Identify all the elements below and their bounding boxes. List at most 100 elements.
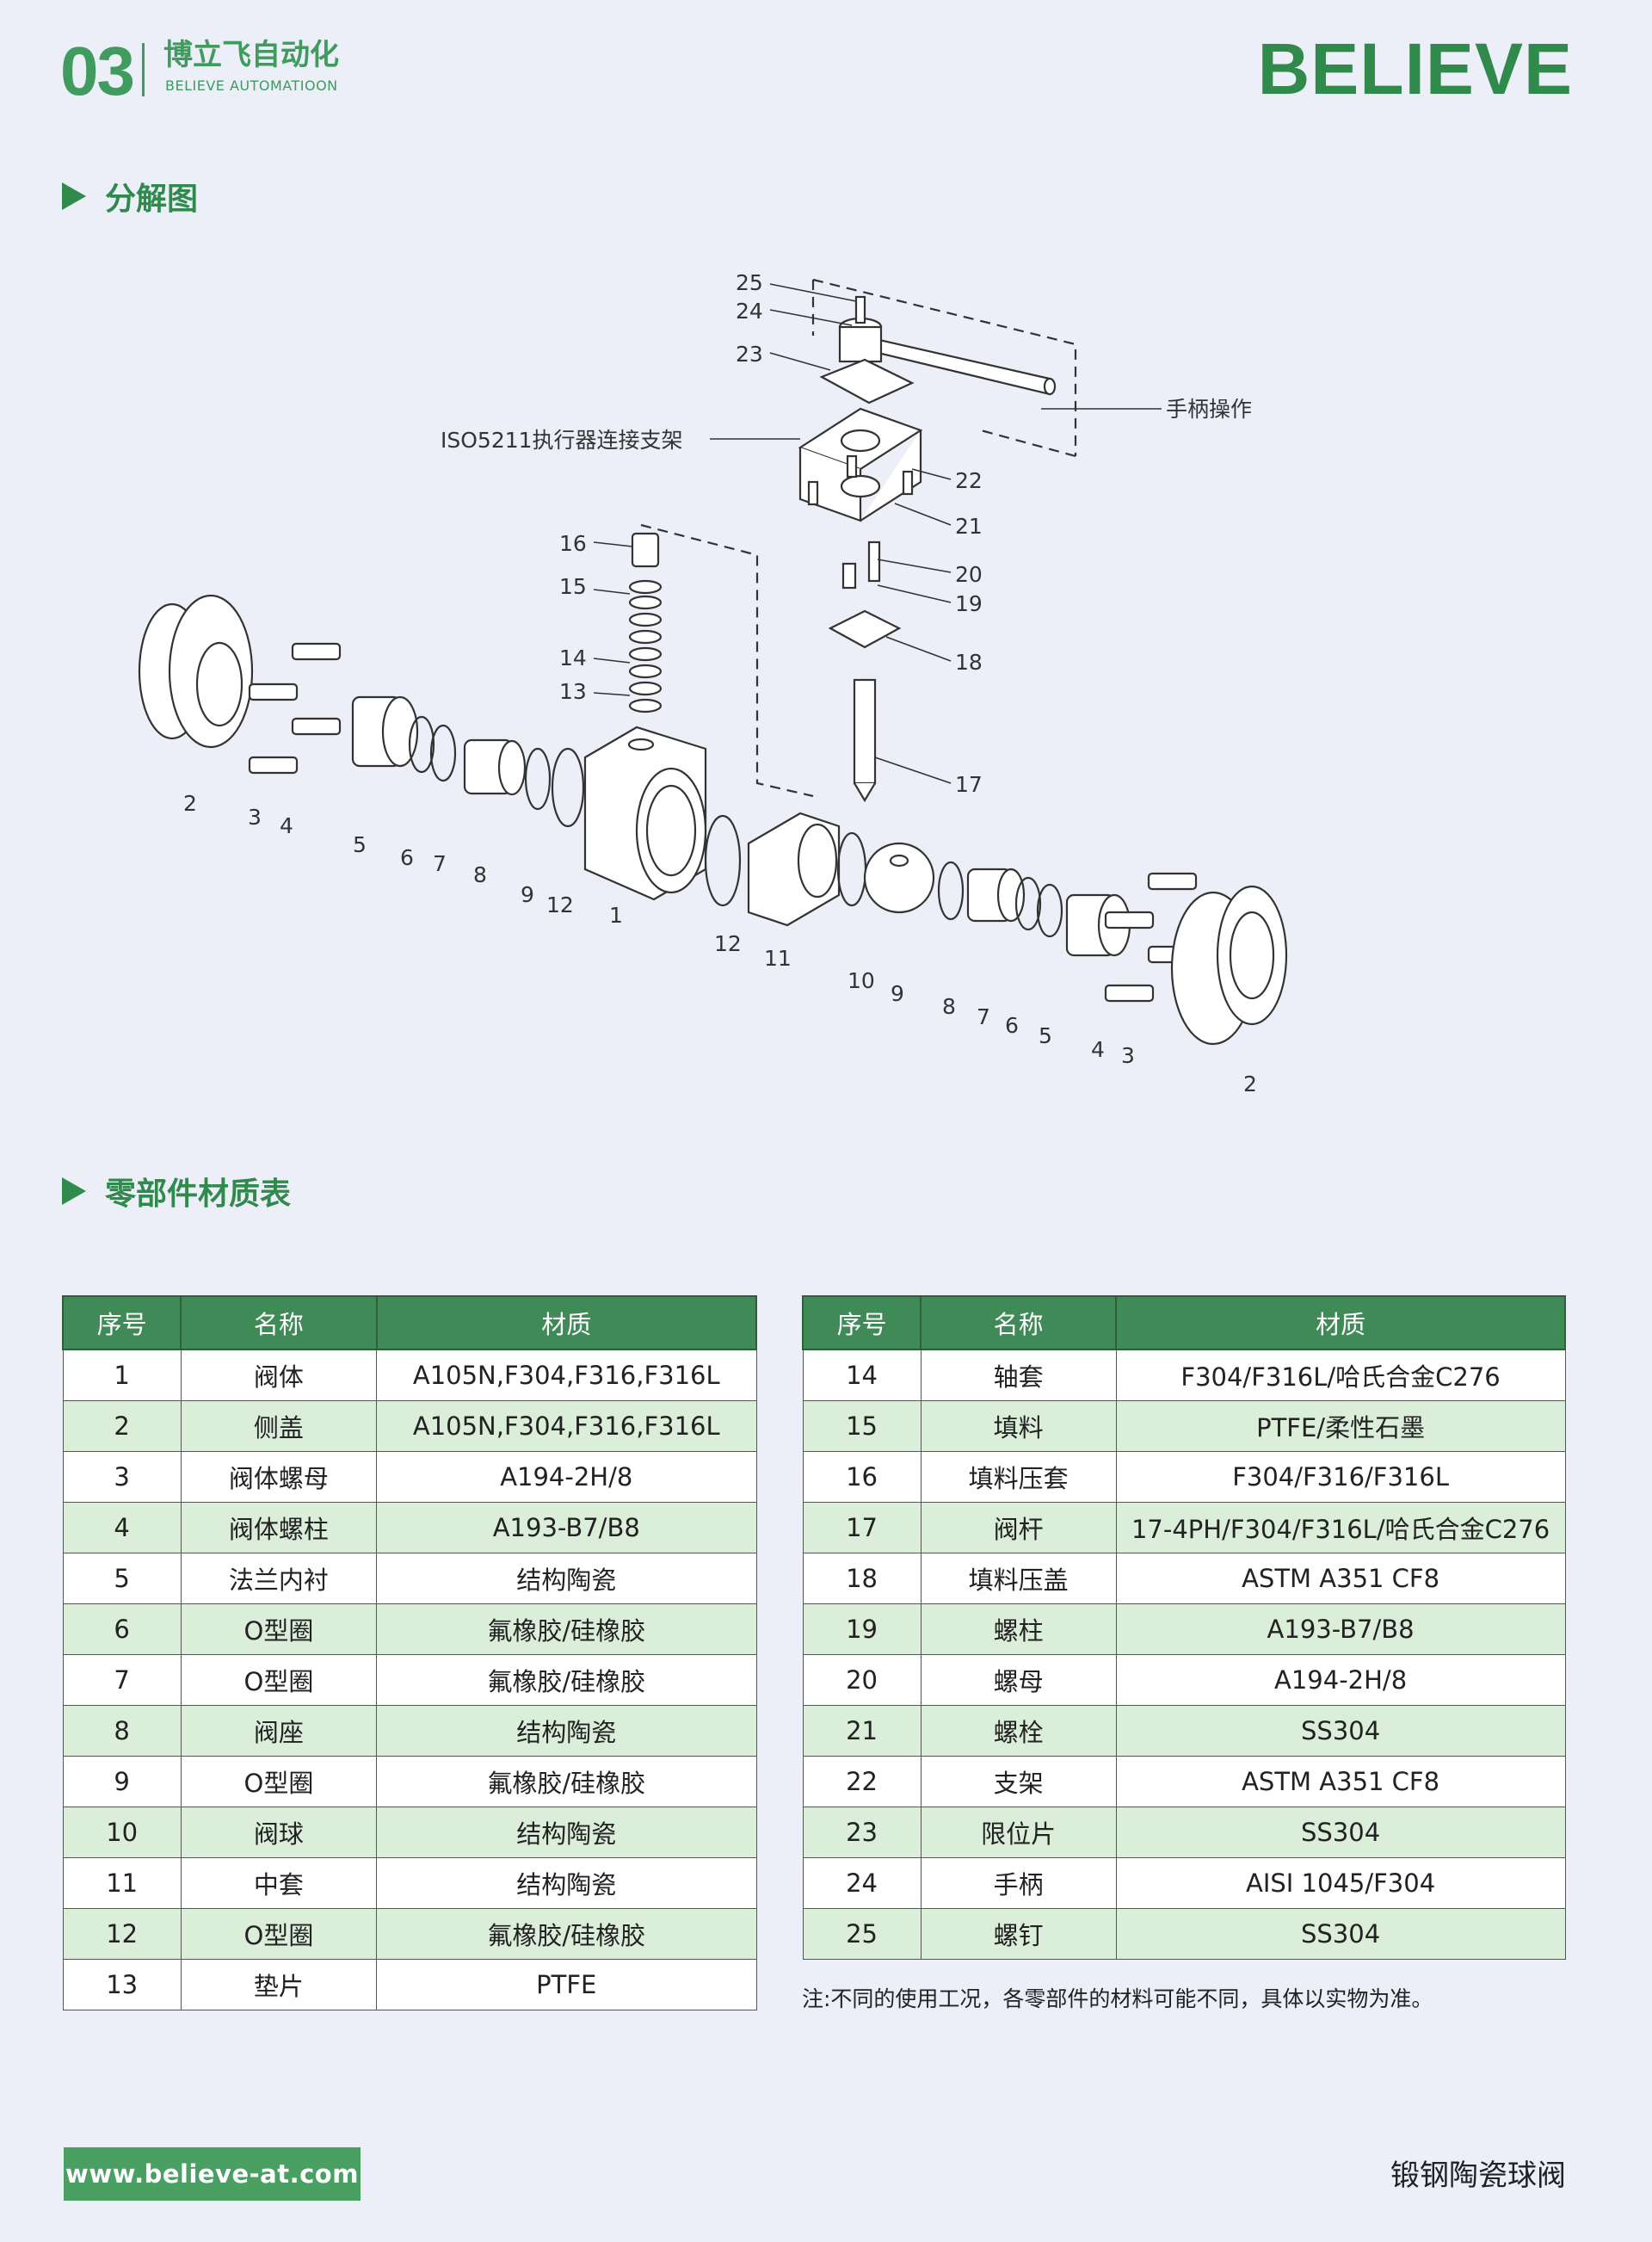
cell-material: 结构陶瓷 bbox=[376, 1705, 757, 1757]
callout-5r: 5 bbox=[1039, 1023, 1052, 1048]
cell-material: A194-2H/8 bbox=[376, 1451, 757, 1503]
header-divider bbox=[142, 43, 145, 96]
exploded-view-heading: 分解图 bbox=[62, 174, 198, 219]
cell-material: PTFE bbox=[376, 1959, 757, 2010]
website-link[interactable]: www.believe-at.com bbox=[64, 2147, 361, 2201]
stop-plate bbox=[819, 358, 915, 405]
cell-material: 结构陶瓷 bbox=[376, 1807, 757, 1858]
handle-assembly-boundary bbox=[811, 278, 1077, 458]
callout-8r: 8 bbox=[942, 994, 956, 1019]
cell-name: 中套 bbox=[180, 1857, 378, 1909]
callout-15: 15 bbox=[559, 574, 587, 599]
callout-25: 25 bbox=[736, 270, 763, 295]
company-name-cn: 博立飞自动化 bbox=[163, 38, 339, 72]
cell-no: 7 bbox=[62, 1654, 182, 1706]
cell-material: A193-B7/B8 bbox=[1115, 1603, 1566, 1655]
right-side-cover bbox=[1170, 885, 1288, 1046]
handle-lever bbox=[838, 317, 1057, 396]
callout-23: 23 bbox=[736, 342, 763, 367]
right-o-rings bbox=[937, 861, 965, 921]
valve-ball bbox=[863, 842, 935, 914]
product-name: 锻钢陶瓷球阀 bbox=[1390, 2159, 1566, 2193]
callout-19: 19 bbox=[955, 591, 983, 616]
stem-assembly-boundary bbox=[640, 523, 814, 798]
cell-material: 结构陶瓷 bbox=[376, 1857, 757, 1909]
callout-12b: 12 bbox=[714, 931, 742, 956]
bracket-bolts bbox=[807, 454, 914, 506]
cell-material: 结构陶瓷 bbox=[376, 1553, 757, 1604]
cell-no: 9 bbox=[62, 1756, 182, 1807]
cell-name: O型圈 bbox=[180, 1603, 378, 1655]
cell-material: F304/F316L/哈氏合金C276 bbox=[1115, 1349, 1566, 1401]
cell-material: SS304 bbox=[1115, 1705, 1566, 1757]
center-o-ring-2 bbox=[836, 831, 867, 907]
cell-material: 氟橡胶/硅橡胶 bbox=[376, 1908, 757, 1960]
cell-material: A105N,F304,F316,F316L bbox=[376, 1400, 757, 1452]
cell-no: 11 bbox=[62, 1857, 182, 1909]
cell-no: 23 bbox=[802, 1807, 922, 1858]
cell-material: ASTM A351 CF8 bbox=[1115, 1756, 1566, 1807]
cell-no: 2 bbox=[62, 1400, 182, 1452]
middle-sleeve bbox=[747, 812, 841, 927]
valve-body bbox=[583, 726, 707, 901]
cell-name: 填料压盖 bbox=[920, 1553, 1117, 1604]
stud-and-nut bbox=[841, 540, 881, 590]
cell-no: 12 bbox=[62, 1908, 182, 1960]
cell-material: ASTM A351 CF8 bbox=[1115, 1553, 1566, 1604]
callout-1: 1 bbox=[609, 903, 623, 928]
cell-name: 阀体螺母 bbox=[180, 1451, 378, 1503]
callout-4l: 4 bbox=[280, 813, 293, 838]
cell-no: 8 bbox=[62, 1705, 182, 1757]
exploded-diagram: 25 24 23 22 21 20 19 18 17 16 15 14 13 1… bbox=[138, 270, 1288, 1096]
cell-name: 阀杆 bbox=[920, 1502, 1117, 1553]
cell-no: 21 bbox=[802, 1705, 922, 1757]
actuator-bracket-label: ISO5211执行器连接支架 bbox=[441, 428, 683, 453]
cell-material: A193-B7/B8 bbox=[376, 1502, 757, 1553]
left-seat bbox=[463, 738, 527, 796]
header-material: 材质 bbox=[375, 1295, 758, 1350]
callout-8l: 8 bbox=[473, 862, 487, 887]
cell-name: 填料压套 bbox=[920, 1451, 1117, 1503]
page-number: 03 bbox=[60, 33, 135, 109]
cell-name: O型圈 bbox=[180, 1756, 378, 1807]
handle-operation-label: 手柄操作 bbox=[1166, 397, 1252, 422]
right-body-bolts bbox=[1104, 872, 1198, 1003]
cell-name: O型圈 bbox=[180, 1654, 378, 1706]
cell-material: 氟橡胶/硅橡胶 bbox=[376, 1654, 757, 1706]
materials-title: 零部件材质表 bbox=[105, 1177, 292, 1212]
cell-material: 17-4PH/F304/F316L/哈氏合金C276 bbox=[1115, 1502, 1566, 1553]
cell-material: 氟橡胶/硅橡胶 bbox=[376, 1603, 757, 1655]
callout-20: 20 bbox=[955, 562, 983, 587]
left-flange-liner bbox=[351, 695, 419, 768]
cell-name: 阀体螺柱 bbox=[180, 1502, 378, 1553]
cell-no: 25 bbox=[802, 1908, 922, 1960]
callout-11: 11 bbox=[764, 946, 792, 971]
cell-no: 18 bbox=[802, 1553, 922, 1604]
company-name-en: BELIEVE AUTOMATIOON bbox=[165, 77, 338, 94]
cell-name: 垫片 bbox=[180, 1959, 378, 2010]
callout-6r: 6 bbox=[1005, 1013, 1019, 1038]
cell-no: 13 bbox=[62, 1959, 182, 2010]
left-body-bolts bbox=[248, 642, 342, 775]
cell-name: 螺钉 bbox=[920, 1908, 1117, 1960]
leader-lines bbox=[593, 283, 1162, 784]
cell-name: 手柄 bbox=[920, 1857, 1117, 1909]
callout-2r: 2 bbox=[1243, 1072, 1257, 1096]
